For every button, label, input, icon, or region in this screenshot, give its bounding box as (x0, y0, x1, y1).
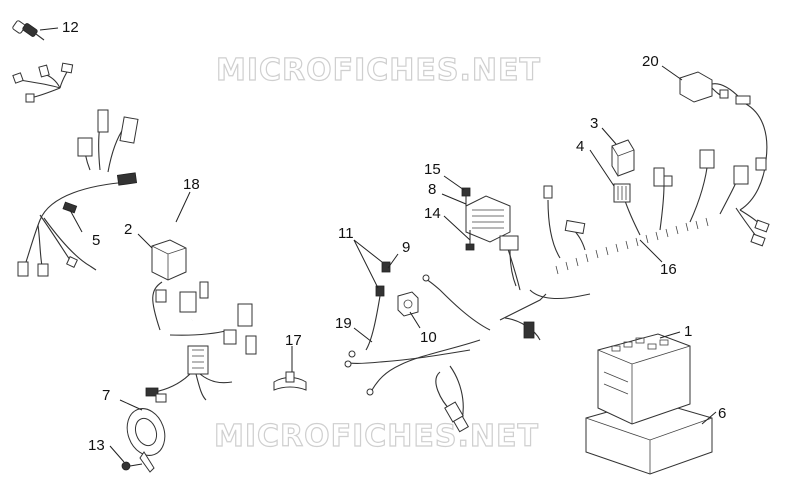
part-2-relay (151, 239, 187, 281)
callout-labels: 12 18 2 5 11 9 10 19 17 7 13 15 8 14 3 4… (62, 19, 726, 454)
callout-2: 2 (124, 221, 132, 238)
part-13-screw (121, 461, 143, 471)
callout-15: 15 (424, 161, 441, 178)
callout-18: 18 (183, 176, 200, 193)
callout-10: 10 (420, 329, 437, 346)
callout-17: 17 (285, 332, 302, 349)
callout-5: 5 (92, 232, 100, 249)
part-1-battery (597, 333, 691, 425)
part-7-horn (126, 408, 166, 473)
lower-left-connector-cluster (145, 281, 257, 403)
watermark-top: MICROFICHES.NET (216, 53, 541, 88)
callout-4: 4 (576, 138, 584, 155)
part-8-voltage-regulator (461, 187, 519, 287)
callout-20: 20 (642, 53, 659, 70)
part-17-clamp (273, 371, 307, 391)
parts-9-10-11-small-components (344, 261, 430, 396)
callout-3: 3 (590, 115, 598, 132)
callout-7: 7 (102, 387, 110, 404)
callout-1: 1 (684, 323, 692, 340)
callout-13: 13 (88, 437, 105, 454)
callout-16: 16 (660, 261, 677, 278)
part-12-bulb-connector (12, 20, 45, 41)
parts-3-4-connectors (611, 139, 635, 203)
watermark-bottom: MICROFICHES.NET (214, 419, 539, 454)
callout-19: 19 (335, 315, 352, 332)
right-side-connectors (444, 149, 770, 433)
callout-9: 9 (402, 239, 410, 256)
callout-14: 14 (424, 205, 441, 222)
part-20-connector (679, 71, 751, 105)
callout-11: 11 (338, 225, 354, 242)
callout-12: 12 (62, 19, 79, 36)
upper-left-connector-cluster (12, 62, 139, 277)
leader-lines (39, 27, 717, 463)
callout-8: 8 (428, 181, 436, 198)
callout-6: 6 (718, 405, 726, 422)
